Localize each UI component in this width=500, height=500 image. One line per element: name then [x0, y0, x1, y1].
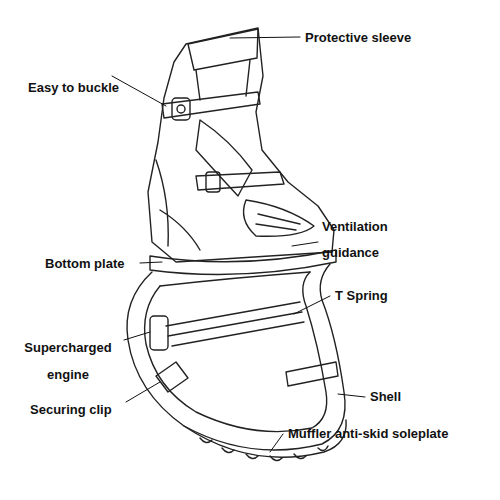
part-label: Supercharged engine: [14, 334, 122, 388]
lower-strap: [196, 172, 284, 190]
leader-lines: [112, 37, 365, 452]
leader-line: [338, 394, 365, 397]
shell-outer: [127, 264, 345, 450]
leader-line: [140, 262, 162, 263]
buckle-strap: [162, 92, 260, 118]
leader-line: [126, 382, 160, 402]
shell-inner: [145, 272, 327, 432]
spring-mount: [150, 316, 168, 350]
part-label: T Spring: [335, 288, 388, 304]
t-spring: [166, 302, 304, 346]
ventilation-panel: [244, 200, 314, 236]
securing-clip: [156, 362, 188, 392]
part-label: Muffler anti-skid soleplate: [288, 426, 448, 442]
part-label: Ventilation guidance: [322, 214, 422, 266]
buckle-pin: [177, 105, 185, 113]
protective-sleeve: [188, 29, 258, 70]
leader-line: [230, 37, 300, 38]
heel-cup: [156, 160, 200, 250]
buckle: [172, 98, 190, 120]
vent-slots: [256, 214, 300, 230]
boot-outline: [148, 28, 334, 262]
leader-line: [270, 434, 283, 452]
part-label: Bottom plate: [45, 256, 124, 272]
part-label: Protective sleeve: [305, 30, 411, 46]
lower-buckle: [206, 172, 220, 192]
shell-strap: [286, 362, 338, 386]
leader-line: [292, 242, 318, 246]
shin-plate: [196, 120, 252, 196]
leader-line: [294, 296, 330, 314]
shell-top-arc: [160, 272, 310, 286]
part-label: Shell: [370, 389, 401, 405]
leader-line: [112, 76, 166, 106]
sole-tread: [200, 438, 328, 461]
part-label: Easy to buckle: [28, 80, 119, 96]
part-label: Securing clip: [30, 402, 112, 418]
bottom-plate: [150, 250, 336, 275]
leader-line: [124, 332, 150, 340]
